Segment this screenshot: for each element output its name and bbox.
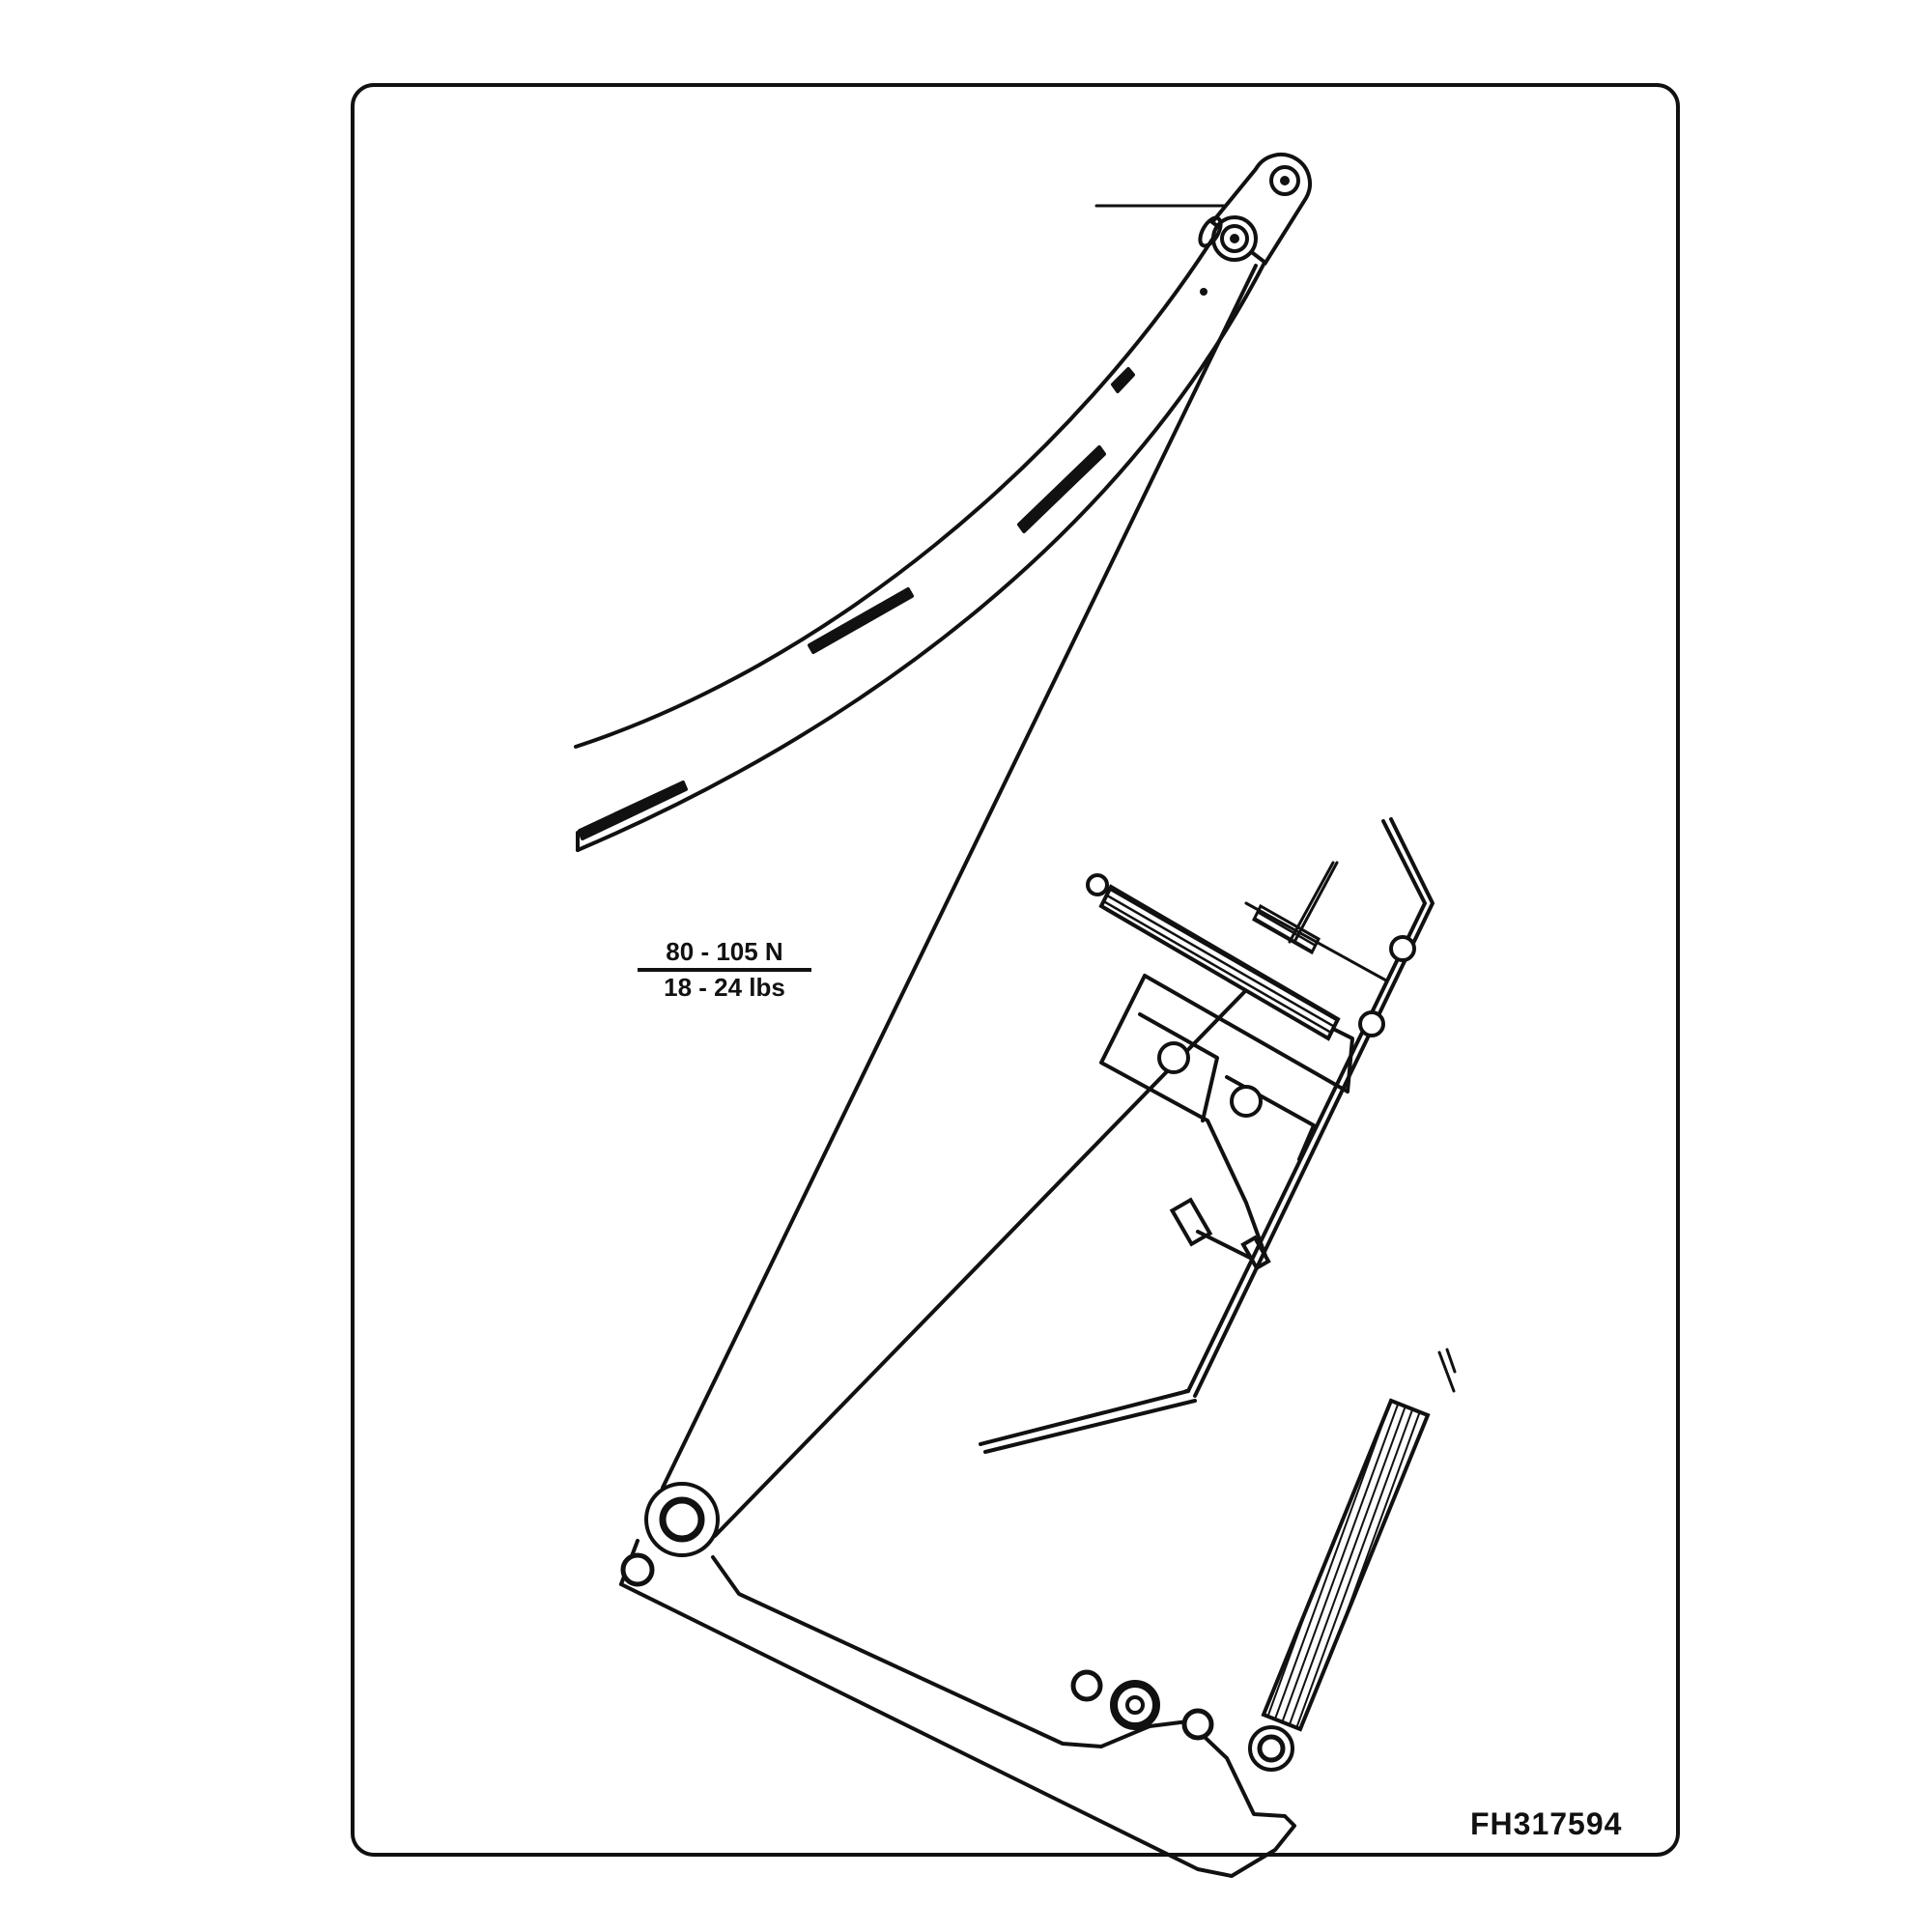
long-rod: [661, 264, 1258, 1490]
lower-arm: [619, 1482, 1296, 1878]
bolt-icon: [1269, 165, 1300, 196]
main-bolt-icon: [1110, 1680, 1160, 1730]
lower-tension-spring: [1261, 1348, 1457, 1732]
top-pivot-link: [1198, 152, 1312, 266]
arm-dot: [1200, 288, 1208, 296]
force-newtons: 80 - 105 N: [638, 937, 811, 972]
bent-rod: [979, 817, 1435, 1454]
mounting-bracket: [1099, 974, 1354, 1271]
drawing-frame: [351, 83, 1680, 1857]
arm-slot: [578, 367, 1135, 840]
connecting-rod: [713, 988, 1248, 1538]
leader-line-bracket: [1293, 861, 1339, 944]
force-pounds: 18 - 24 lbs: [664, 973, 785, 1002]
nut-hole-icon: [1230, 1085, 1263, 1118]
pivot-bolt-icon: [659, 1496, 705, 1543]
upper-tension-spring: [1086, 861, 1388, 1041]
figure-id: FH317594: [1470, 1806, 1623, 1841]
bolt-icon: [1220, 224, 1249, 253]
nut-hole-icon: [1157, 1041, 1190, 1074]
curved-lever-arm: [574, 222, 1267, 852]
spring-force-label: 80 - 105 N 18 - 24 lbs: [638, 937, 811, 1002]
